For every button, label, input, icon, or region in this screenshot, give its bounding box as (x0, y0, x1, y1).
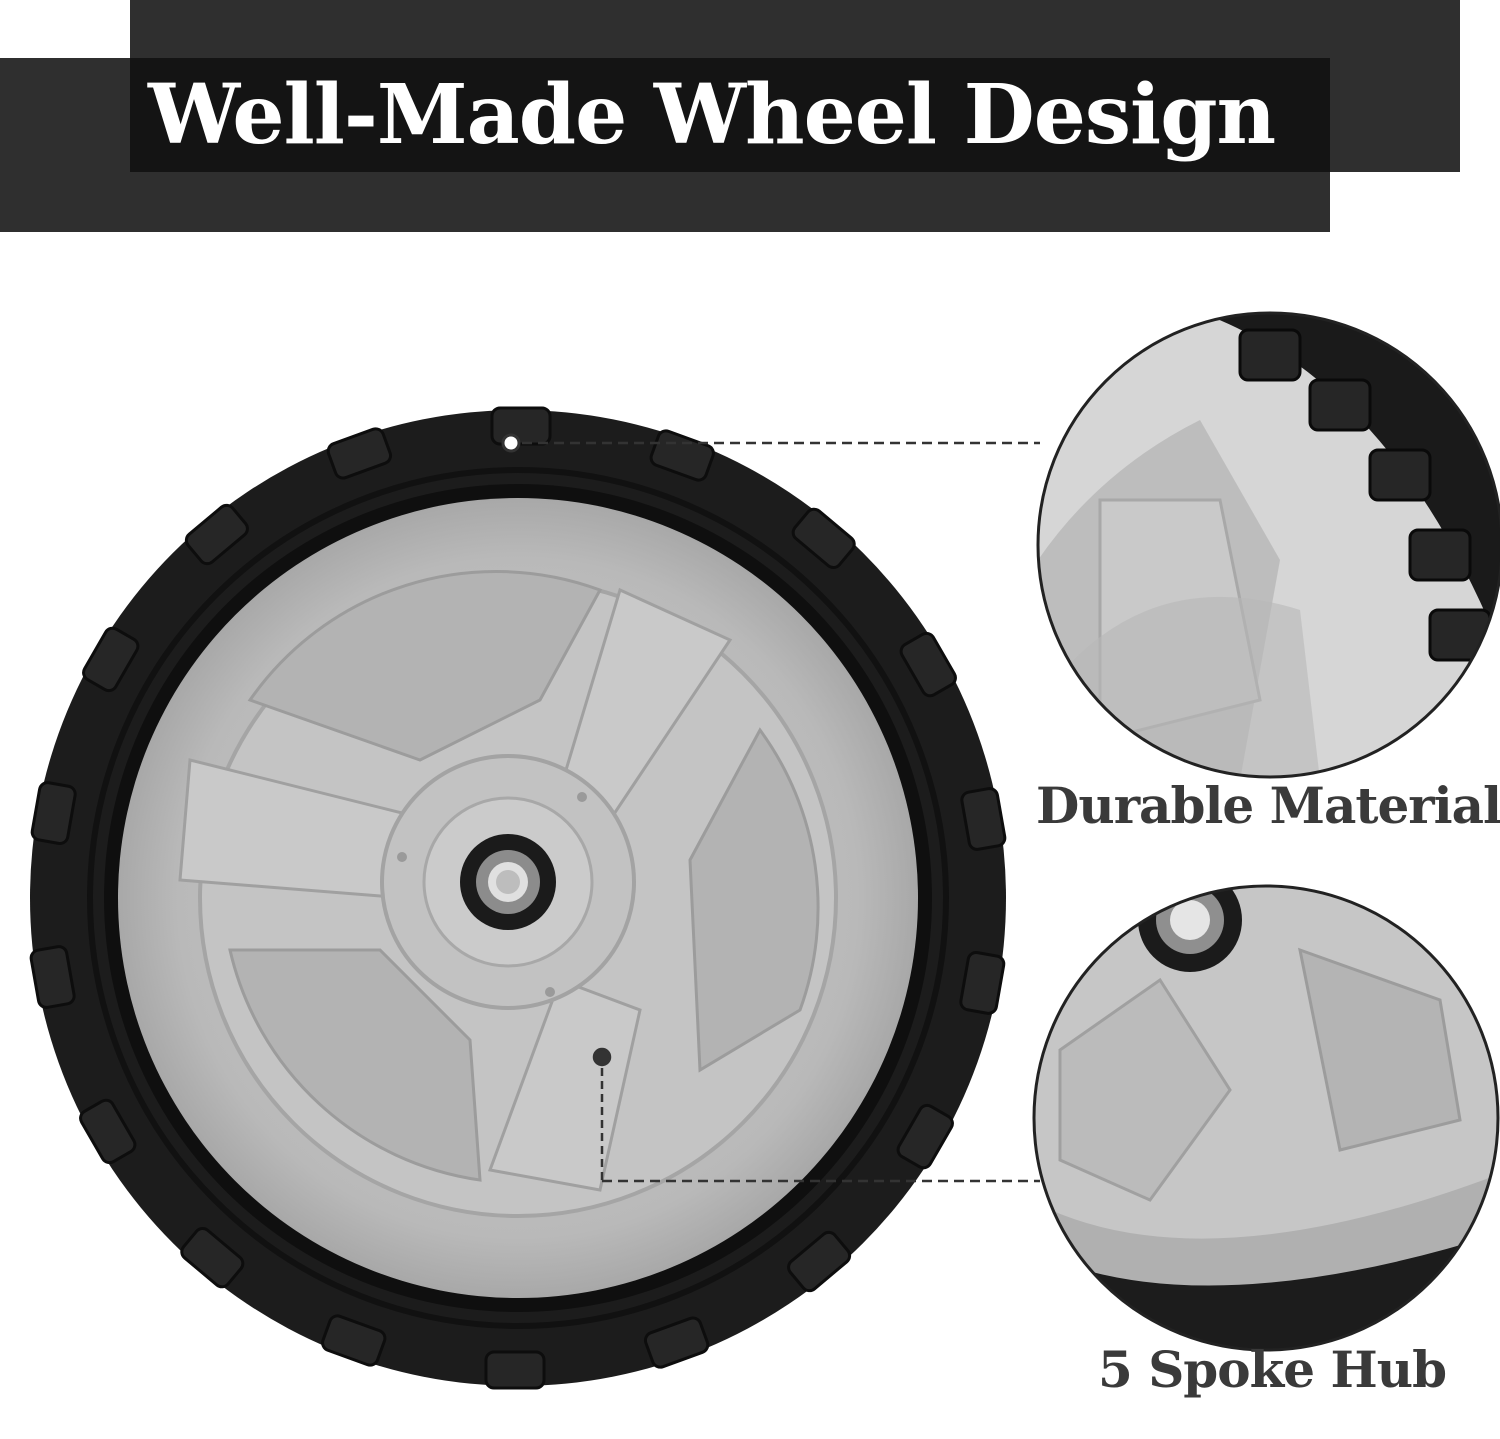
zoom-tread-image (1036, 311, 1500, 779)
spoke-hub-label: 5 Spoke Hub (1098, 1340, 1447, 1399)
page-title: Well-Made Wheel Design (148, 67, 1276, 163)
title-banner (130, 58, 1330, 172)
wheel-image (29, 406, 1007, 1390)
callout-line-durable (501, 433, 1040, 453)
durable-material-label: Durable Material (1036, 776, 1500, 835)
zoom-hub-image (1032, 884, 1500, 1352)
callout-line-hub (592, 1047, 1040, 1183)
